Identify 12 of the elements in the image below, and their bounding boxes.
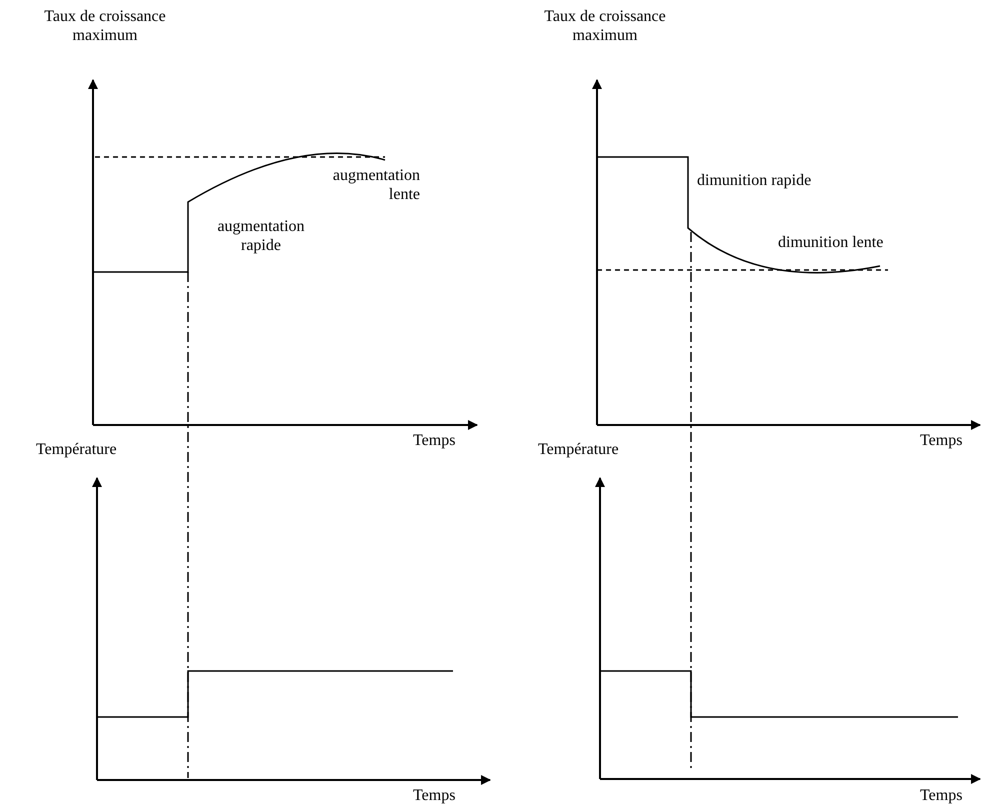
axis-label: Taux de croissance maximum xyxy=(43,7,167,45)
curve-annotation: dimunition rapide xyxy=(697,171,812,190)
curve-annotation: augmentation lente xyxy=(332,166,420,204)
curve-annotation: augmentation rapide xyxy=(216,217,306,255)
curve-annotation: dimunition lente xyxy=(778,233,884,252)
axis-label: Température xyxy=(538,440,620,459)
axis-label: Temps xyxy=(413,786,456,805)
axis-label: Temps xyxy=(920,786,964,805)
axis-label: Taux de croissance maximum xyxy=(543,7,667,45)
axis-label: Temps xyxy=(920,431,964,450)
axis-label: Température xyxy=(36,440,118,459)
axis-label: Temps xyxy=(413,431,456,450)
